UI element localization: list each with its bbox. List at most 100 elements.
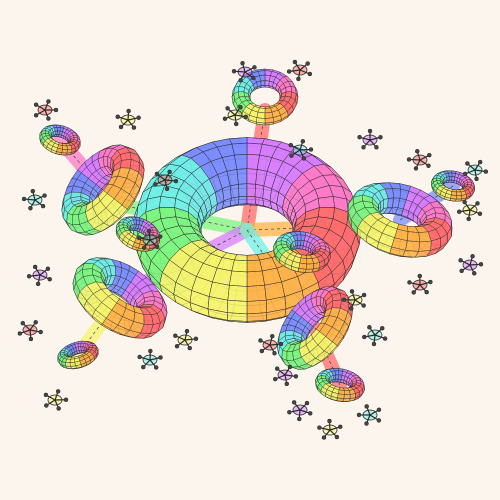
- torus-facet: [391, 237, 408, 251]
- torus-facet: [226, 299, 248, 315]
- torus-facet: [229, 183, 240, 199]
- torus-facet: [229, 270, 248, 287]
- micro-torus-cluster: [341, 289, 367, 311]
- torus-facet: [304, 268, 314, 273]
- micro-torus-cluster: [317, 418, 343, 440]
- torus-facet: [306, 258, 314, 265]
- torus-facet: [120, 159, 132, 169]
- torus-facet: [418, 240, 432, 252]
- torus-facet: [237, 86, 245, 92]
- micro-torus-cluster: [137, 348, 163, 370]
- torus-facet: [246, 183, 256, 197]
- micro-torus-cluster: [137, 228, 163, 250]
- torus-facet: [256, 111, 266, 119]
- torus-facet: [127, 239, 135, 247]
- micro-torus-cluster: [287, 400, 313, 422]
- torus-facet: [343, 394, 351, 399]
- torus-left-lower: [72, 257, 168, 339]
- micro-torus-cluster: [456, 199, 483, 222]
- micro-torus-cluster: [43, 389, 69, 411]
- torus-facet: [337, 393, 345, 399]
- torus-facet: [254, 183, 265, 199]
- micro-torus-cluster: [272, 364, 299, 387]
- torus-facet: [246, 285, 267, 302]
- torus-facet: [260, 80, 266, 86]
- torus-l3-b: [57, 340, 99, 370]
- torus-facet: [318, 196, 335, 208]
- torus-facet: [291, 260, 301, 269]
- micro-torus-cluster: [357, 128, 383, 150]
- micro-torus-cluster: [222, 104, 249, 127]
- torus-facet: [264, 111, 274, 119]
- torus-top: [231, 68, 299, 126]
- torus-facet: [227, 285, 248, 302]
- torus-bottom: [277, 286, 353, 370]
- torus-facet: [444, 193, 452, 199]
- torus-facet: [297, 239, 302, 246]
- torus-facet: [325, 326, 340, 343]
- torus-facet: [450, 194, 457, 200]
- torus-facet: [82, 346, 85, 351]
- torus-facet: [246, 299, 268, 315]
- micro-torus-cluster: [231, 60, 257, 83]
- torus-facet: [95, 302, 112, 319]
- micro-torus-cluster: [153, 169, 179, 192]
- torus-facet: [115, 265, 123, 278]
- torus-facet: [383, 198, 389, 210]
- torus-facet: [238, 195, 248, 205]
- torus-facet: [231, 259, 248, 273]
- torus-facet: [246, 195, 256, 205]
- torus-facet: [305, 263, 314, 270]
- torus-facet: [455, 195, 462, 200]
- torus-facet: [74, 360, 82, 366]
- torus-facet: [62, 145, 68, 150]
- micro-torus-cluster: [407, 273, 433, 295]
- torus-facet: [436, 177, 441, 182]
- torus-facet: [105, 198, 123, 216]
- micro-torus-cluster: [406, 149, 432, 171]
- torus-facet: [136, 219, 141, 225]
- torus-facet: [448, 176, 453, 181]
- micro-torus-cluster: [21, 188, 47, 211]
- torus-facet: [332, 374, 337, 380]
- torus-facet: [298, 262, 308, 270]
- torus-facet: [342, 398, 351, 402]
- micro-torus-cluster: [17, 320, 43, 342]
- torus-center-small: [273, 231, 331, 273]
- torus-facet: [335, 374, 340, 380]
- torus-right: [347, 182, 453, 258]
- torus-facet: [456, 191, 462, 196]
- torus-l3-a: [39, 124, 81, 156]
- torus-left-upper: [61, 144, 145, 236]
- micro-torus-cluster: [458, 253, 484, 276]
- torus-facet: [246, 259, 263, 273]
- torus-l3-d: [315, 368, 365, 402]
- micro-torus-cluster: [462, 159, 489, 182]
- torus-facet: [51, 145, 58, 152]
- torus-facet: [65, 362, 71, 367]
- torus-facet: [285, 86, 293, 92]
- torus-facet: [330, 391, 339, 399]
- torus-facet: [451, 172, 456, 178]
- micro-torus-cluster: [286, 59, 313, 82]
- torus-facet: [143, 314, 154, 325]
- torus-facet: [143, 300, 155, 305]
- torus-facet: [159, 196, 176, 208]
- torus-facet: [294, 240, 299, 247]
- micro-torus-cluster: [362, 325, 388, 347]
- torus-facet: [246, 270, 265, 287]
- torus-facet: [238, 183, 248, 197]
- micro-torus-cluster: [33, 99, 59, 121]
- micro-torus-cluster: [356, 404, 382, 426]
- torus-facet: [343, 390, 351, 395]
- micro-torus-cluster: [288, 139, 314, 161]
- micro-torus-cluster: [258, 333, 284, 356]
- torus-facet: [405, 240, 421, 252]
- torus-l3-c: [431, 170, 475, 202]
- micro-torus-cluster: [115, 108, 141, 130]
- torus-facet: [407, 231, 421, 243]
- micro-torus-cluster: [26, 264, 52, 287]
- torus-facet: [264, 80, 270, 86]
